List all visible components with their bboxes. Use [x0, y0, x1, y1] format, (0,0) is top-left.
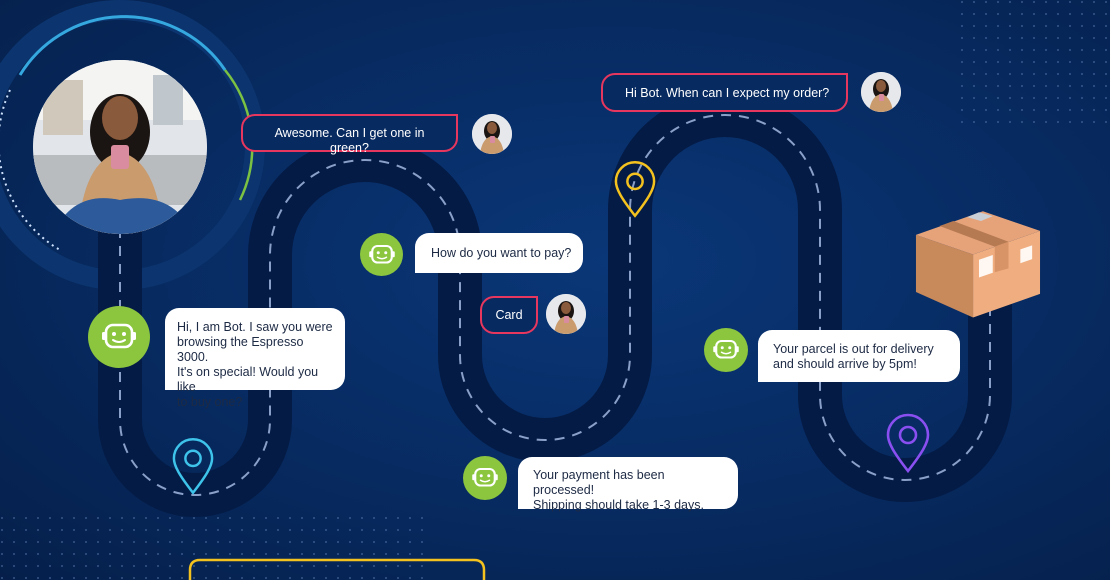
message-bot-pay: How do you want to pay? — [415, 233, 583, 273]
robot-face-icon — [368, 244, 395, 264]
location-pin-icon — [172, 438, 214, 495]
user-avatar-small-2 — [546, 294, 586, 334]
robot-face-icon — [713, 339, 739, 359]
user-avatar-small-3 — [861, 72, 901, 112]
robot-face-icon — [102, 323, 136, 349]
message-bot-greeting: Hi, I am Bot. I saw you were browsing th… — [165, 308, 345, 409]
yellow-frame-outline — [188, 558, 486, 580]
location-pin-icon — [886, 413, 930, 473]
bot-avatar-4 — [704, 328, 748, 372]
user-avatar-small-1 — [472, 114, 512, 154]
woman-avatar-icon — [33, 60, 207, 234]
bot-avatar-1 — [88, 306, 150, 368]
location-pin-icon — [614, 161, 656, 218]
dot-grid-bottom-left — [0, 515, 430, 580]
message-bot-processed: Your payment has been processed! Shippin… — [518, 457, 738, 512]
message-user-order: Hi Bot. When can I expect my order? — [601, 73, 848, 112]
message-bot-delivery: Your parcel is out for delivery and shou… — [758, 330, 960, 382]
road — [98, 93, 1012, 517]
message-user-green: Awesome. Can I get one in green? — [241, 114, 458, 155]
woman-avatar-icon — [861, 72, 901, 112]
message-user-card: Card — [480, 296, 538, 334]
woman-avatar-icon — [472, 114, 512, 154]
woman-avatar-icon — [546, 294, 586, 334]
user-avatar-large — [33, 60, 207, 234]
bot-avatar-2 — [360, 233, 403, 276]
robot-face-icon — [472, 467, 498, 487]
cardboard-box-icon — [915, 211, 1041, 318]
bot-avatar-3 — [463, 456, 507, 500]
dot-grid-top-right — [952, 0, 1110, 125]
